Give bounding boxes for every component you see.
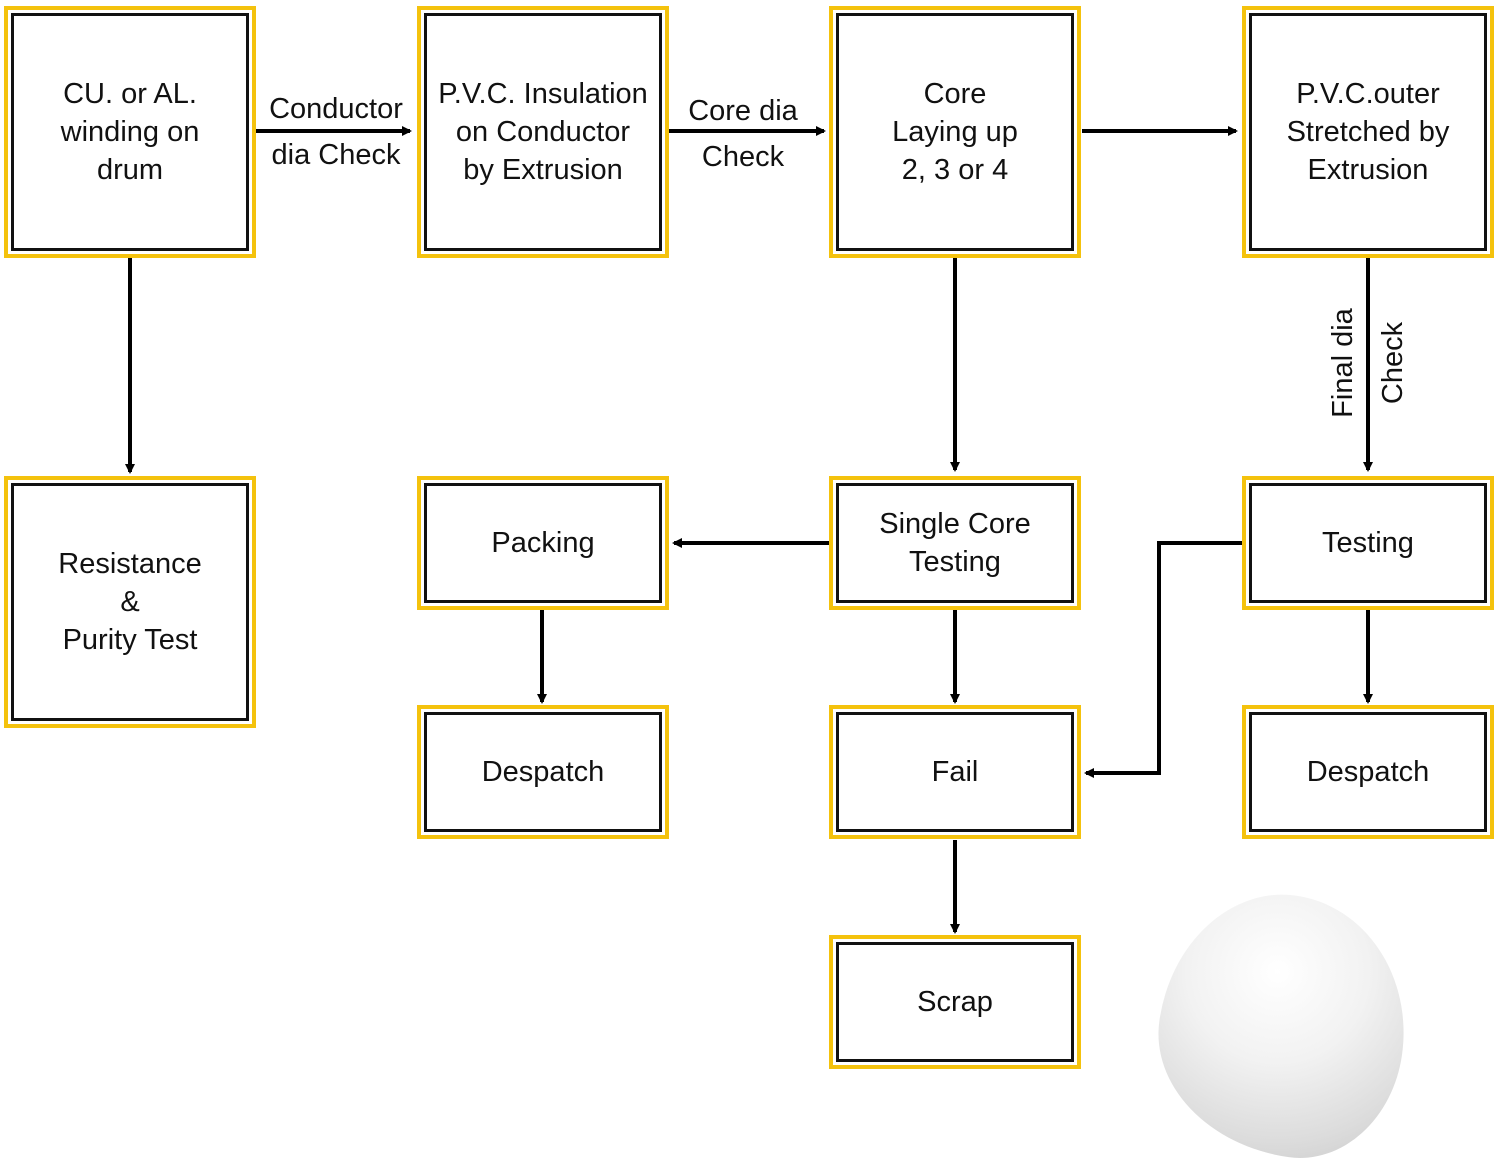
edge-label-core-dia-check: Core dia Check bbox=[688, 95, 798, 173]
node-despatch-right: Despatch bbox=[1242, 705, 1494, 839]
node-despatch-left: Despatch bbox=[417, 705, 669, 839]
edge-label-conductor-check: Conductor dia Check bbox=[269, 93, 403, 171]
edge-label-final-dia-check: Final dia Check bbox=[1327, 308, 1409, 418]
node-scrap: Scrap bbox=[829, 935, 1081, 1069]
node-resistance-test: Resistance & Purity Test bbox=[4, 476, 256, 728]
node-pvc-insulation: P.V.C. Insulation on Conductor by Extrus… bbox=[417, 6, 669, 258]
node-pvc-outer: P.V.C.outer Stretched by Extrusion bbox=[1242, 6, 1494, 258]
flow-arrows bbox=[125, 126, 1373, 934]
node-single-core-testing: Single Core Testing bbox=[829, 476, 1081, 610]
node-testing: Testing bbox=[1242, 476, 1494, 610]
node-cu-winding: CU. or AL. winding on drum bbox=[4, 6, 256, 258]
node-fail: Fail bbox=[829, 705, 1081, 839]
node-packing: Packing bbox=[417, 476, 669, 610]
node-core-laying: Core Laying up 2, 3 or 4 bbox=[829, 6, 1081, 258]
arrow-testing-to-fail bbox=[1084, 541, 1243, 778]
